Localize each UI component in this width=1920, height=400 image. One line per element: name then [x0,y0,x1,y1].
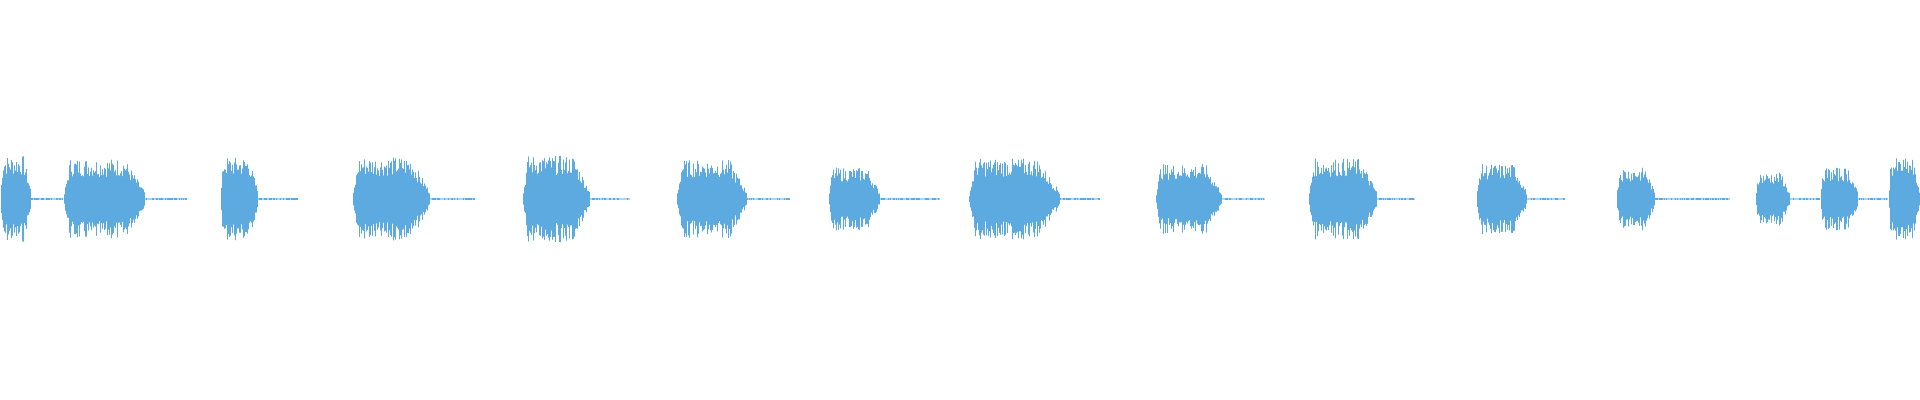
waveform-tail [747,198,790,200]
waveform-burst [523,155,590,243]
waveform-tail [1377,198,1415,200]
waveform-tail [430,198,475,200]
waveform-burst [1889,158,1920,240]
waveform-tail [1222,198,1265,200]
waveform-burst [829,167,880,231]
waveform-burst [64,159,145,239]
waveform-burst [677,160,747,238]
waveform-burst [969,158,1060,240]
waveform-tail [1527,198,1565,200]
waveform-burst [1309,158,1377,240]
waveform-tail [1858,198,1888,200]
waveform-burst [1477,164,1527,234]
waveform-burst [1821,167,1858,231]
waveform-tail [145,198,187,200]
waveform-burst [1156,164,1222,234]
waveform-tail [258,198,298,200]
waveform-burst [221,157,258,241]
waveform-burst [1,156,31,242]
waveform-tail [590,198,630,200]
waveform-tail [1655,198,1730,200]
waveform-tail [1060,198,1100,200]
waveform-tail [31,198,63,200]
waveform-tail [1790,198,1820,200]
waveform-burst [1617,167,1655,231]
waveform-burst [353,157,430,241]
waveform-tail [880,198,940,200]
waveform-burst [1756,172,1790,226]
